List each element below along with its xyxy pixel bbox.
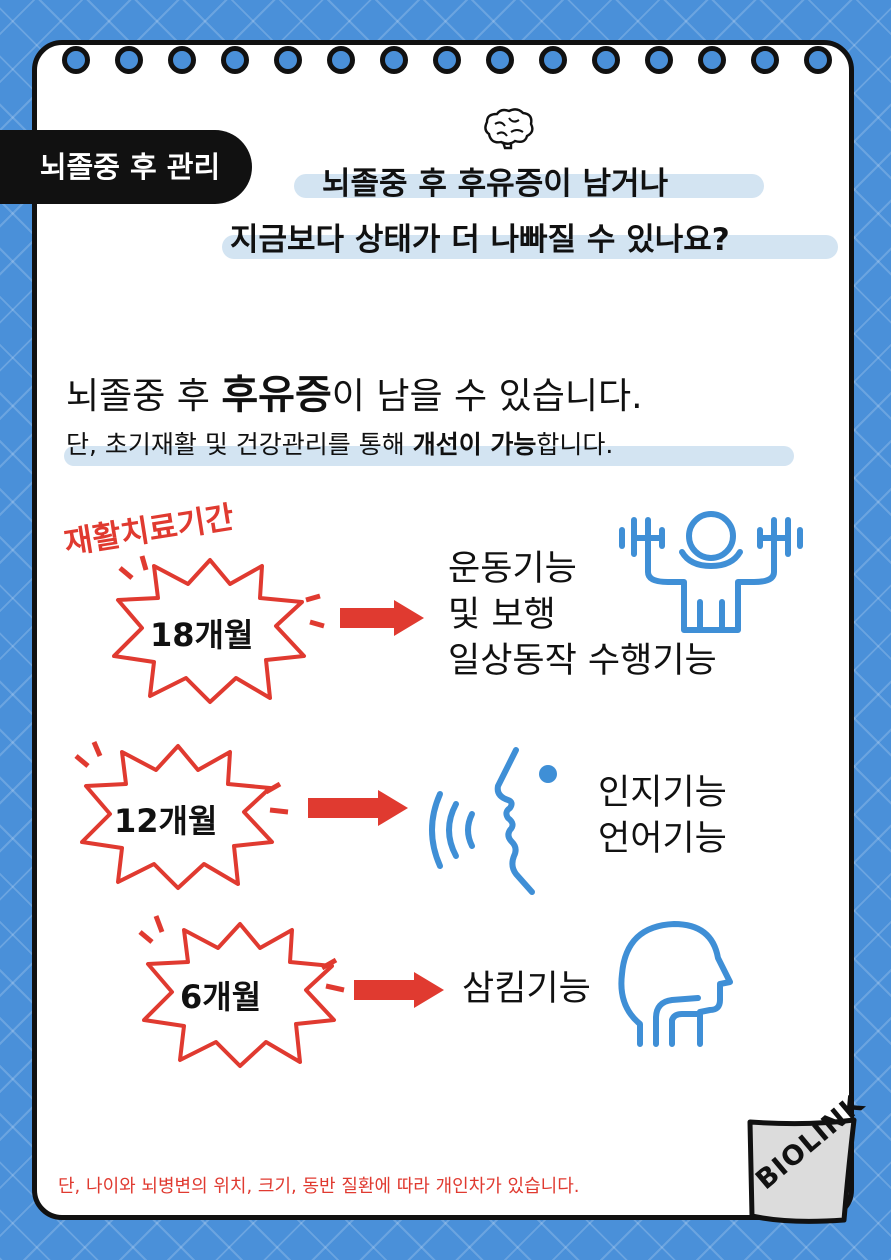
function-item: 운동기능 [448,549,577,589]
binding-ring [380,46,408,74]
exercise-person-icon [619,511,803,633]
binding-ring [433,46,461,74]
burst-lines [138,915,345,993]
arrow-icon [354,972,444,1008]
intro-main-suffix: 이 남을 수 있습니다. [331,376,643,417]
binding-ring [645,46,673,74]
arrow-icon [308,790,408,826]
duration-18: 18개월 [150,616,254,654]
speaking-face-icon [429,747,557,895]
binding-ring [698,46,726,74]
page-title-line1: 뇌졸중 후 후유증이 남거나 [322,166,669,202]
intro-sub-suffix: 합니다. [536,430,614,459]
page-curl [747,1114,857,1224]
title-highlight [294,174,764,198]
brain-icon [484,108,534,150]
function-item: 및 보행 [448,595,556,635]
intro-main-bold: 후유증 [221,372,332,418]
page-title-line2: 지금보다 상태가 더 나빠질 수 있나요? [230,222,730,258]
duration-12: 12개월 [114,802,218,840]
title-highlight [222,235,838,259]
intro-sub-bold: 개선이 가능 [412,430,537,459]
duration-6: 6개월 [180,978,262,1016]
binding-ring [62,46,90,74]
burst-lines [74,741,289,815]
starburst-12 [80,744,274,890]
binding-ring [751,46,779,74]
binding-ring [592,46,620,74]
burst-lines [118,555,325,629]
binding-ring [221,46,249,74]
binding-ring [539,46,567,74]
binding-ring [486,46,514,74]
binding-ring [327,46,355,74]
binding-ring [168,46,196,74]
function-item: 일상동작 수행기능 [448,641,717,681]
starburst-6 [142,922,336,1068]
intro-main-prefix: 뇌졸중 후 [66,376,222,417]
function-list-18: 운동기능 및 보행 일상동작 수행기능 [448,546,717,684]
arrow-icon [340,600,424,636]
function-item: 삼킴기능 [462,969,591,1009]
function-list-12: 인지기능 언어기능 [598,770,727,862]
binding-ring [274,46,302,74]
footnote: 단, 나이와 뇌병변의 위치, 크기, 동반 질환에 따라 개인차가 있습니다. [58,1176,580,1197]
intro-sub: 단, 초기재활 및 건강관리를 통해 개선이 가능합니다. [66,425,613,461]
swallowing-head-icon [618,921,733,1047]
sub-highlight [64,446,794,466]
binding-ring [804,46,832,74]
intro-sub-prefix: 단, 초기재활 및 건강관리를 통해 [66,430,413,459]
function-list-6: 삼킴기능 [462,966,591,1012]
function-item: 언어기능 [598,819,727,859]
function-item: 인지기능 [598,773,727,813]
section-tag: 뇌졸중 후 관리 [0,130,252,204]
starburst-18 [112,558,306,704]
intro-main: 뇌졸중 후 후유증이 남을 수 있습니다. [66,362,643,420]
binding-ring [115,46,143,74]
